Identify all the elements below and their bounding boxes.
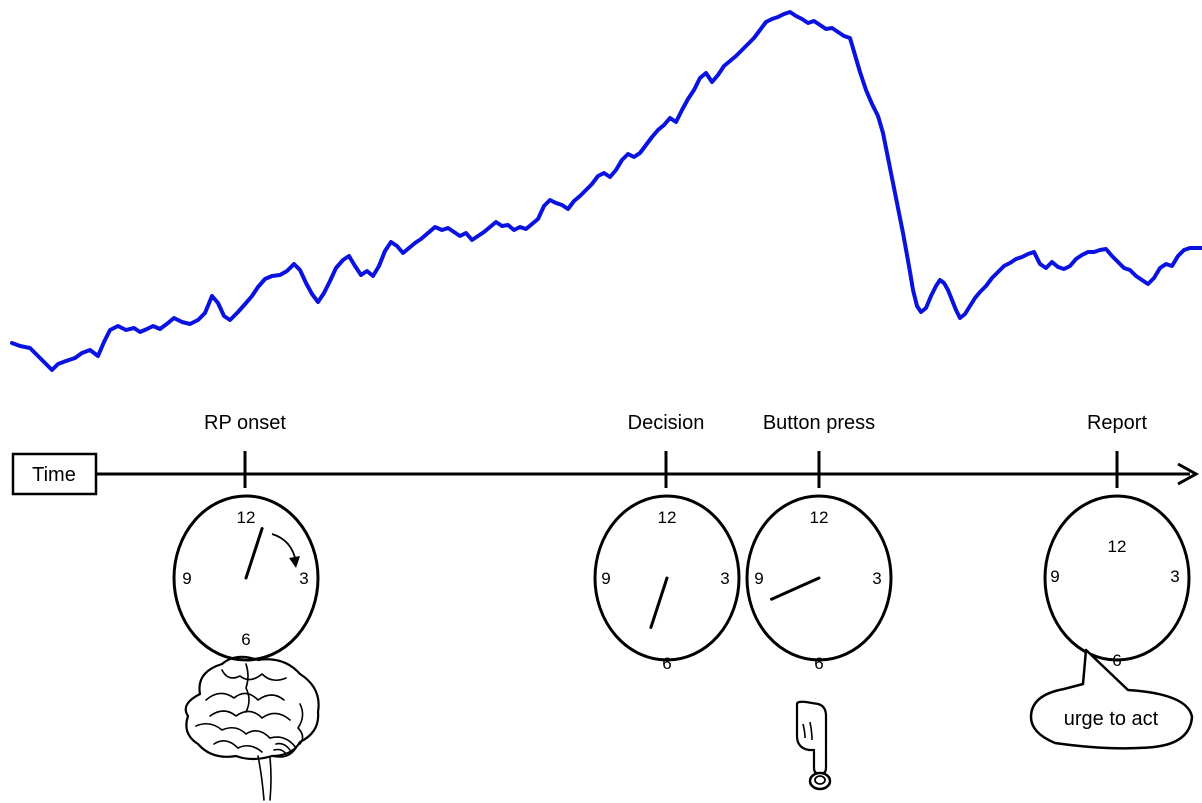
- clock-numeral-12: 12: [1108, 537, 1127, 556]
- clock-report: 12 3 6 9: [1043, 494, 1191, 670]
- speech-bubble-text: urge to act: [1064, 708, 1159, 730]
- pointing-finger-icon: [795, 700, 832, 791]
- event-label-report: Report: [1087, 412, 1147, 434]
- event-label-button-press: Button press: [763, 412, 875, 434]
- event-label-decision: Decision: [628, 412, 705, 434]
- clock-numeral-12: 12: [237, 508, 256, 527]
- time-axis: Time: [11, 451, 1200, 496]
- clock-face: [1043, 494, 1191, 662]
- clock-numeral-3: 3: [1170, 567, 1179, 586]
- clock-numeral-6: 6: [814, 654, 823, 673]
- time-box-label: Time: [32, 464, 76, 486]
- clock-hand: [770, 576, 821, 601]
- clock-numeral-12: 12: [810, 508, 829, 527]
- clock-numeral-3: 3: [872, 569, 881, 588]
- clock-numeral-6: 6: [662, 654, 671, 673]
- clock-numeral-6: 6: [241, 630, 250, 649]
- clock-hand: [244, 527, 264, 580]
- clock-numeral-3: 3: [299, 569, 308, 588]
- event-label-rp-onset: RP onset: [204, 412, 286, 434]
- clock-numeral-9: 9: [1050, 567, 1059, 586]
- button-icon: [808, 771, 832, 791]
- clock-decision: 12 3 6 9: [593, 494, 741, 673]
- clock-numeral-9: 9: [601, 569, 610, 588]
- speech-bubble: urge to act: [1029, 648, 1194, 750]
- clock-numeral-9: 9: [182, 569, 191, 588]
- clock-rotation-arrowhead: [289, 556, 300, 568]
- clock-numeral-12: 12: [658, 508, 677, 527]
- brain-icon: [184, 655, 320, 801]
- clock-numeral-6: 6: [1112, 651, 1121, 670]
- clock-numeral-9: 9: [754, 569, 763, 588]
- clock-hand: [649, 576, 669, 629]
- speech-bubble-shape: [1029, 648, 1194, 750]
- time-axis-arrowhead: [1177, 462, 1200, 486]
- readiness-potential-trace: [10, 10, 1202, 372]
- clock-rp-onset: 12 3 6 9: [172, 494, 320, 662]
- clock-button-press: 12 3 6 9: [745, 494, 893, 673]
- time-box: [11, 452, 98, 496]
- clock-numeral-3: 3: [720, 569, 729, 588]
